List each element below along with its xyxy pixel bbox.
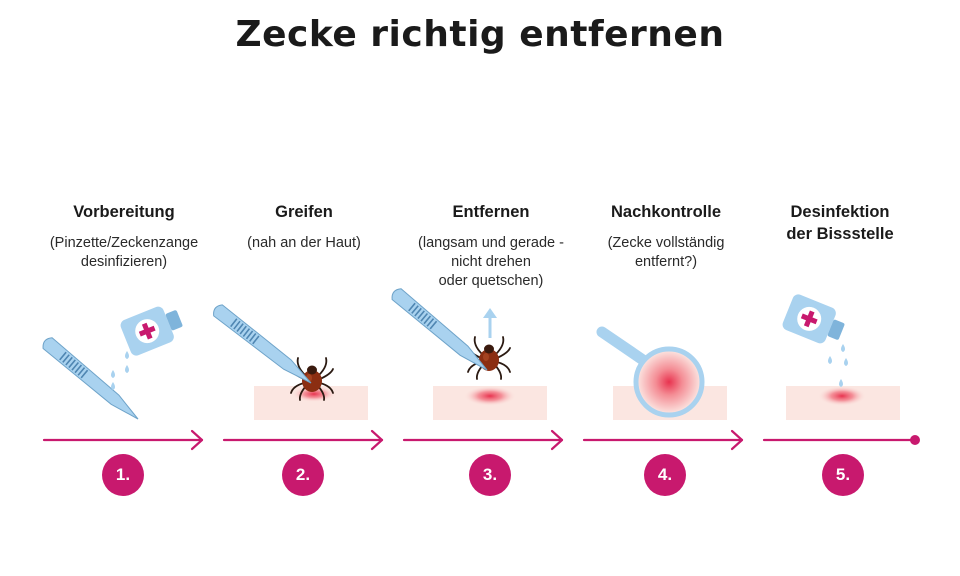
step-3-title: Entfernen (452, 203, 530, 221)
tweezer-icon (388, 285, 493, 377)
disinfectant-bottle-icon (780, 292, 849, 350)
step-2-title: Greifen (275, 203, 333, 221)
step-2-illustration (210, 301, 368, 420)
pull-up-arrow-icon (483, 308, 497, 338)
step-5-illustration (780, 292, 900, 420)
step-1-badge: 1. (102, 454, 144, 496)
step-4-description: (Zecke vollständig entfernt?) (607, 235, 725, 270)
step-4-badge: 4. (644, 454, 686, 496)
disinfectant-bottle-icon (118, 300, 187, 358)
droplets-icon (111, 351, 129, 390)
timeline-arrow-2 (222, 429, 384, 451)
bite-wound-icon (818, 386, 866, 406)
magnifier-icon (596, 326, 705, 418)
droplets-icon (828, 344, 848, 387)
step-2-description: (nah an der Haut) (247, 235, 361, 251)
bite-wound-icon (464, 386, 516, 406)
step-4-illustration (596, 326, 727, 420)
page-title: Zecke richtig entfernen (235, 14, 725, 55)
timeline (42, 429, 914, 451)
tweezer-icon (39, 334, 144, 426)
timeline-arrow-4 (582, 429, 744, 451)
step-1-illustration (39, 300, 187, 426)
timeline-end-dot (910, 435, 920, 445)
step-3-description: (langsam und gerade - nicht drehen oder … (418, 235, 564, 289)
step-5-badge: 5. (822, 454, 864, 496)
step-5-title: Desinfektion der Bissstelle (786, 203, 894, 243)
step-3-badge: 3. (469, 454, 511, 496)
step-4-title: Nachkontrolle (610, 203, 722, 221)
step-1-title: Vorbereitung (73, 203, 175, 221)
step-3-illustration (388, 285, 547, 420)
step-2-badge: 2. (282, 454, 324, 496)
timeline-arrow-3 (402, 429, 564, 451)
tweezer-icon (210, 301, 317, 390)
step-1-description: (Pinzette/Zeckenzange desinfizieren) (49, 235, 199, 270)
timeline-arrow-1 (42, 429, 204, 451)
